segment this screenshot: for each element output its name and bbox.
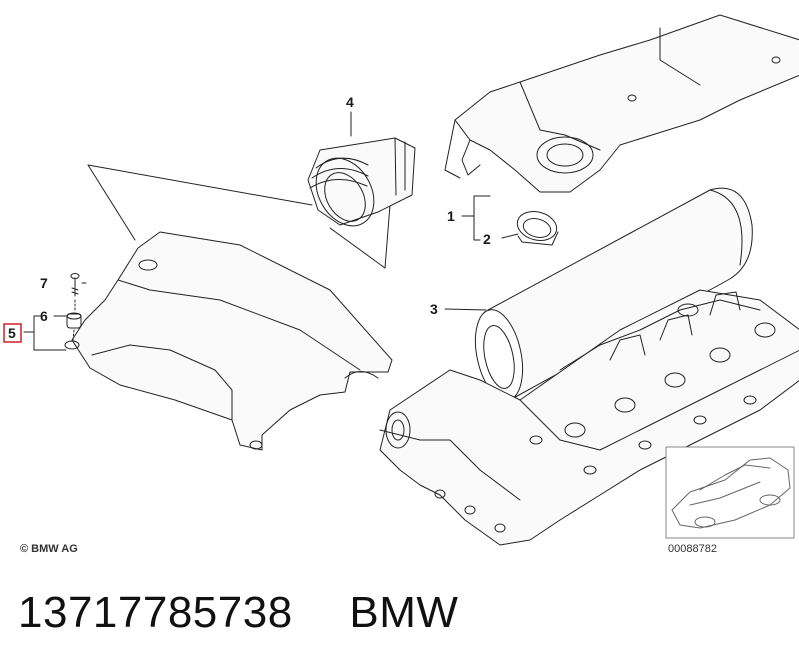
- screw-part-7: [70, 273, 80, 311]
- explosion-lines: [87, 164, 391, 269]
- leader-lines: [23, 111, 519, 351]
- acoustic-cover: [71, 231, 393, 451]
- callout-3: 3: [430, 301, 438, 317]
- vehicle-inset: [665, 446, 795, 539]
- callout-5: 5: [8, 325, 16, 341]
- brand-name: BMW: [349, 588, 459, 637]
- air-filter-part-3: [474, 187, 753, 401]
- intake-housing: [444, 14, 799, 193]
- image-code: 00088782: [668, 543, 717, 555]
- part-number-line: 13717785738 BMW: [18, 588, 458, 638]
- grommet-part-6: [66, 312, 82, 329]
- copyright-text: © BMW AG: [20, 543, 78, 555]
- intake-hose-part-4: [307, 137, 416, 227]
- callout-4: 4: [346, 94, 354, 110]
- callout-labels: 4 1 2 3 7 6 5: [3, 94, 491, 343]
- callout-2: 2: [483, 231, 491, 247]
- cylinder-head-cover: [379, 289, 799, 546]
- mount-hole: [64, 329, 80, 350]
- part-number: 13717785738: [18, 588, 293, 637]
- ring-part-2: [516, 211, 559, 246]
- callout-7: 7: [40, 275, 48, 291]
- parts-diagram: 4 1 2 3 7 6 5 © BMW AG 00088782: [3, 14, 799, 555]
- callout-1: 1: [447, 208, 455, 224]
- callout-5-highlight: [3, 323, 22, 343]
- callout-6: 6: [40, 308, 48, 324]
